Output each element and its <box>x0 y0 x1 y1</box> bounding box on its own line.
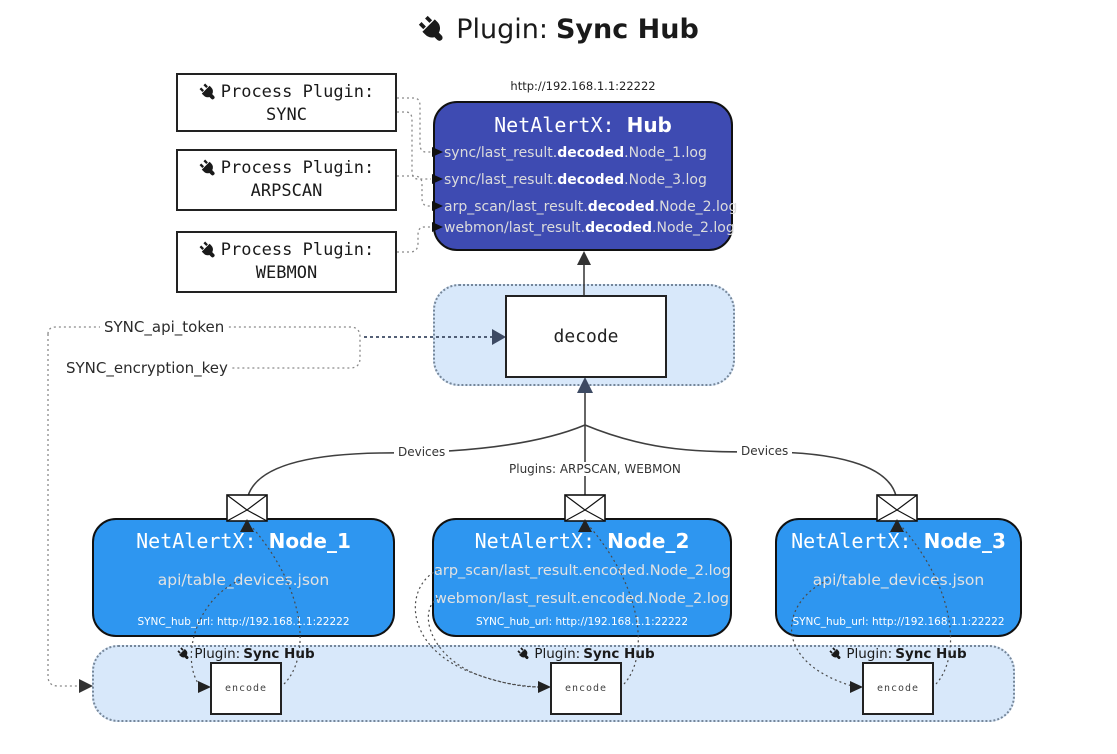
config-sync-encryption-key: SYNC_encryption_key <box>62 359 232 377</box>
config-sync-api-token: SYNC_api_token <box>100 318 229 336</box>
encode3-box: encode <box>862 662 934 715</box>
node3-hub-url: SYNC_hub_url: http://192.168.1.1:22222 <box>792 616 1005 628</box>
plug-icon <box>177 647 189 660</box>
node1-file: api/table_devices.json <box>157 571 330 589</box>
hub-url: http://192.168.1.1:22222 <box>510 79 656 93</box>
process-plugin-name: WEBMON <box>255 263 318 283</box>
edge-devices-right <box>584 424 897 497</box>
plug-icon <box>199 83 215 99</box>
process-plugin-label: Process Plugin: <box>220 158 375 178</box>
decode-box: decode <box>505 295 667 378</box>
encode2-box: encode <box>550 662 622 715</box>
process-plugin-arpscan: Process Plugin: ARPSCAN <box>176 149 397 211</box>
edge-label-devices-left: Devices <box>394 445 450 459</box>
process-plugin-label: Process Plugin: <box>220 82 375 102</box>
node1-box: NetAlertX: Node_1 api/table_devices.json… <box>92 518 395 637</box>
node3-file: api/table_devices.json <box>812 571 985 589</box>
plug-icon <box>517 647 529 660</box>
diagram-title: Plugin: Sync Hub <box>0 14 1117 45</box>
hub-log-line: sync/last_result.decoded.Node_3.log <box>444 172 707 188</box>
process-plugin-label: Process Plugin: <box>220 240 375 260</box>
edge-config-to-encoders <box>47 334 80 687</box>
node2-file-arpscan: arp_scan/last_result.encoded.Node_2.log <box>434 563 731 579</box>
edge-sync-plugin-2 <box>397 111 431 180</box>
encoder1-label: Plugin: Sync Hub <box>176 646 316 662</box>
plug-icon <box>419 15 443 41</box>
hub-title-name: Hub <box>626 113 672 137</box>
node1-hub-url: SYNC_hub_url: http://192.168.1.1:22222 <box>137 616 350 628</box>
hub-log-line: webmon/last_result.decoded.Node_2.log <box>444 220 735 236</box>
node3-box: NetAlertX: Node_3 api/table_devices.json… <box>775 518 1022 637</box>
plug-icon <box>199 159 215 175</box>
hub-log-line: sync/last_result.decoded.Node_1.log <box>444 145 707 161</box>
node2-title: NetAlertX: Node_2 <box>474 529 690 553</box>
hub-log-line: arp_scan/last_result.decoded.Node_2.log <box>444 199 738 215</box>
process-plugin-name: SYNC <box>266 105 307 125</box>
edge-arpscan-plugin <box>397 175 431 207</box>
edge-devices-left <box>247 424 586 497</box>
hub-title-prefix: NetAlertX: <box>494 113 627 137</box>
process-plugin-sync: Process Plugin: SYNC <box>176 73 397 132</box>
edge-webmon-plugin <box>397 226 431 253</box>
node2-hub-url: SYNC_hub_url: http://192.168.1.1:22222 <box>475 616 689 628</box>
plug-icon <box>199 241 215 257</box>
encoder2-label: Plugin: Sync Hub <box>516 646 656 662</box>
node2-box: NetAlertX: Node_2 arp_scan/last_result.e… <box>432 518 732 637</box>
edge-sync-plugin-1 <box>397 97 431 153</box>
title-name: Sync Hub <box>555 14 699 45</box>
arrowhead-into-encode-panel <box>79 679 93 693</box>
edge-label-devices-right: Devices <box>737 444 793 458</box>
hub-title: NetAlertX: Hub <box>435 113 731 137</box>
node3-title: NetAlertX: Node_3 <box>791 529 1006 553</box>
node1-title: NetAlertX: Node_1 <box>136 529 351 553</box>
encode1-box: encode <box>210 662 282 715</box>
encoder3-label: Plugin: Sync Hub <box>828 646 968 662</box>
process-plugin-name: ARPSCAN <box>250 181 323 201</box>
hub-box: NetAlertX: Hub sync/last_result.decoded.… <box>433 101 737 251</box>
arrowhead-into-hub <box>577 251 591 265</box>
node2-file-webmon: webmon/last_result.encoded.Node_2.log <box>434 591 729 607</box>
edge-label-plugins: Plugins: ARPSCAN, WEBMON <box>505 462 681 476</box>
decode-label: decode <box>553 326 619 347</box>
title-prefix: Plugin: <box>456 14 548 45</box>
process-plugin-webmon: Process Plugin: WEBMON <box>176 231 397 293</box>
plug-icon <box>829 647 841 660</box>
